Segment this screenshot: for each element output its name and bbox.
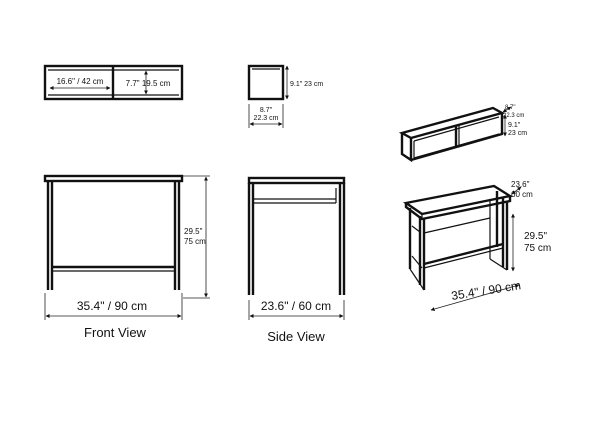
side-view-caption: Side View (267, 329, 325, 344)
side-width-label: 23.6" / 60 cm (261, 299, 331, 313)
iso-shelf-height-cm-label: 23 cm (508, 130, 527, 137)
shelf-side-depth-in-label: 8.7" (260, 107, 273, 114)
desk-side-view: 23.6" / 60 cm Side View (247, 176, 346, 344)
front-width-label: 35.4" / 90 cm (77, 299, 147, 313)
desk-front-view: 29.5" 75 cm 35.4" / 90 cm Front View (43, 174, 210, 340)
front-view-caption: Front View (84, 325, 147, 340)
shelf-side-depth-cm-label: 22.3 cm (254, 115, 279, 122)
shelf-width-label: 16.6" / 42 cm (57, 77, 104, 86)
iso-shelf-depth-in-label: 8.7" (505, 105, 515, 111)
shelf-isometric-view: 8.7" 22.3 cm 9.1" 23 cm (398, 105, 527, 163)
iso-shelf-depth-cm-label: 22.3 cm (503, 113, 524, 119)
shelf-front-view: 16.6" / 42 cm 7.7" 19.5 cm (43, 64, 184, 101)
iso-width-label: 35.4" / 90 cm (450, 278, 522, 303)
shelf-height-label: 7.7" 19.5 cm (126, 79, 171, 88)
iso-height-cm-label: 75 cm (524, 243, 551, 254)
shelf-side-height-label: 9.1" 23 cm (290, 81, 323, 88)
front-height-in-label: 29.5" (184, 227, 203, 236)
iso-depth-cm-label: 60 cm (511, 190, 533, 199)
desk-isometric-view: 23.6" 60 cm 29.5" 75 cm 35.4" / 90 cm (402, 180, 551, 311)
iso-depth-in-label: 23.6" (511, 180, 530, 189)
shelf-side-view: 9.1" 23 cm 8.7" 22.3 cm (247, 64, 323, 128)
iso-shelf-height-in-label: 9.1" (508, 122, 521, 129)
iso-height-in-label: 29.5" (524, 231, 547, 242)
front-height-cm-label: 75 cm (184, 237, 206, 246)
